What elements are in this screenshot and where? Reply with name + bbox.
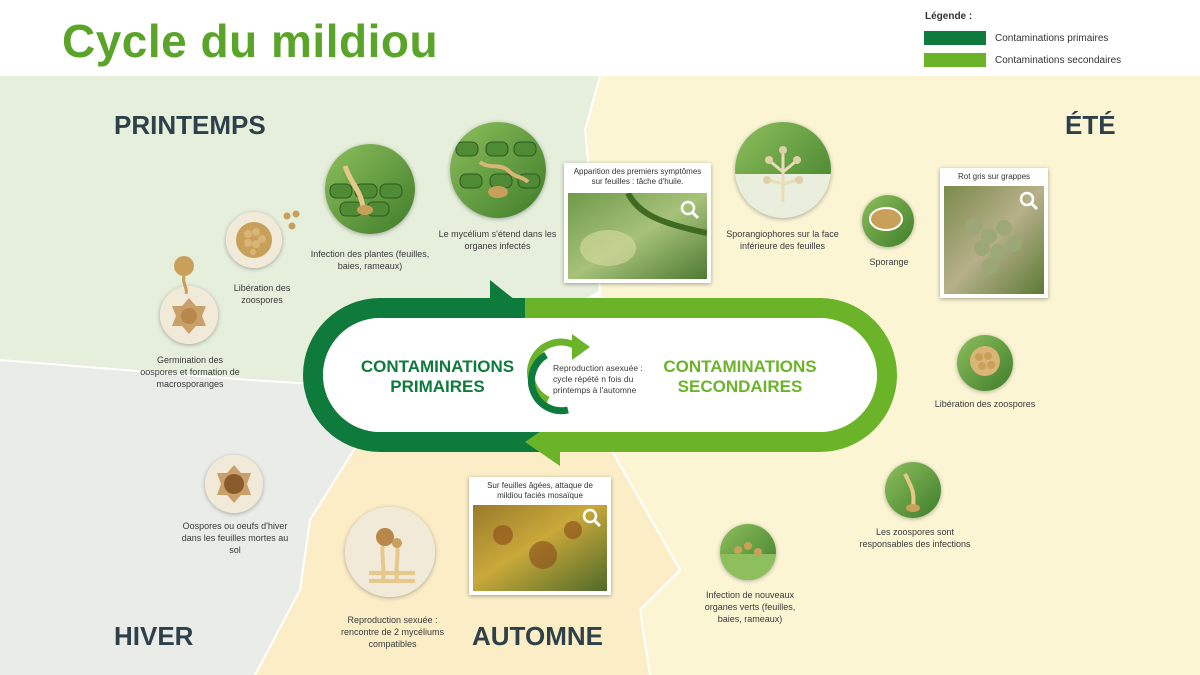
- caption-zoospores-infections: Les zoospores sont responsables des infe…: [859, 527, 971, 549]
- magnifier-icon[interactable]: [1018, 190, 1040, 212]
- zoospores-release-summer-illustration: [957, 335, 1013, 391]
- caption-liberation-spring: Libération des zoospores: [233, 283, 291, 305]
- photo-card-symptoms: Apparition des premiers symptômes sur fe…: [564, 163, 711, 283]
- new-organs-infection-illustration: [720, 524, 776, 580]
- primary-contamination-label: CONTAMINATIONS PRIMAIRES: [360, 357, 515, 396]
- page-title: Cycle du mildiou: [62, 15, 439, 67]
- photo-card-mosaic: Sur feuilles âgées, attaque de mildiou f…: [469, 477, 611, 595]
- sexual-reproduction-illustration: [345, 507, 435, 597]
- legend-swatch-primary: [924, 31, 986, 45]
- photo-card-grey-rot: Rot gris sur grappes: [940, 168, 1048, 298]
- mycelium-illustration: [450, 122, 546, 218]
- season-spring: PRINTEMPS: [114, 110, 266, 140]
- magnifier-icon[interactable]: [679, 199, 701, 221]
- plant-infection-illustration: [325, 144, 415, 234]
- magnifier-icon[interactable]: [581, 507, 603, 529]
- caption-sporangiophores: Sporangiophores sur la face inférieure d…: [726, 229, 839, 251]
- caption-sporange: Sporange: [869, 257, 909, 267]
- caption-sexual-reproduction: Reproduction sexuée : rencontre de 2 myc…: [340, 615, 445, 649]
- caption-new-infection: Infection de nouveaux organes verts (feu…: [704, 590, 796, 624]
- caption-germination: Germination des oospores et formation de…: [140, 355, 240, 389]
- legend-label-primary: Contaminations primaires: [995, 33, 1109, 44]
- caption-oospores: Oospores ou oeufs d'hiver dans les feuil…: [181, 521, 289, 555]
- zoospores-infection-illustration: [885, 462, 941, 518]
- season-summer: ÉTÉ: [1065, 110, 1116, 140]
- photo-caption-symptoms: Apparition des premiers symptômes sur fe…: [573, 167, 702, 186]
- zoospores-icon: [283, 210, 300, 230]
- secondary-contamination-label: CONTAMINATIONS SECONDAIRES: [663, 357, 817, 396]
- asexual-reproduction-label: Reproduction asexuée : cycle répété n fo…: [553, 363, 643, 395]
- leaf-oil-spot-photo: [568, 193, 707, 279]
- season-autumn: AUTOMNE: [472, 621, 603, 651]
- caption-liberation-summer: Libération des zoospores: [934, 399, 1036, 409]
- legend-title: Légende :: [925, 11, 973, 22]
- legend-label-secondary: Contaminations secondaires: [995, 55, 1122, 66]
- sporange-illustration: [862, 195, 914, 247]
- oospores-illustration: [205, 455, 263, 513]
- legend-swatch-secondary: [924, 53, 986, 67]
- sporangium-stalk-icon: [174, 256, 194, 294]
- sporangiophores-illustration: [735, 122, 831, 218]
- germination-illustration: [160, 286, 218, 344]
- season-winter: HIVER: [114, 621, 194, 651]
- caption-infection-plants: Infection des plantes (feuilles, baies, …: [310, 249, 430, 271]
- caption-mycelium: Le mycélium s'étend dans les organes inf…: [438, 229, 557, 251]
- photo-caption-grey-rot: Rot gris sur grappes: [957, 172, 1031, 181]
- zoospores-release-illustration: [226, 212, 282, 268]
- photo-caption-mosaic: Sur feuilles âgées, attaque de mildiou f…: [487, 481, 593, 500]
